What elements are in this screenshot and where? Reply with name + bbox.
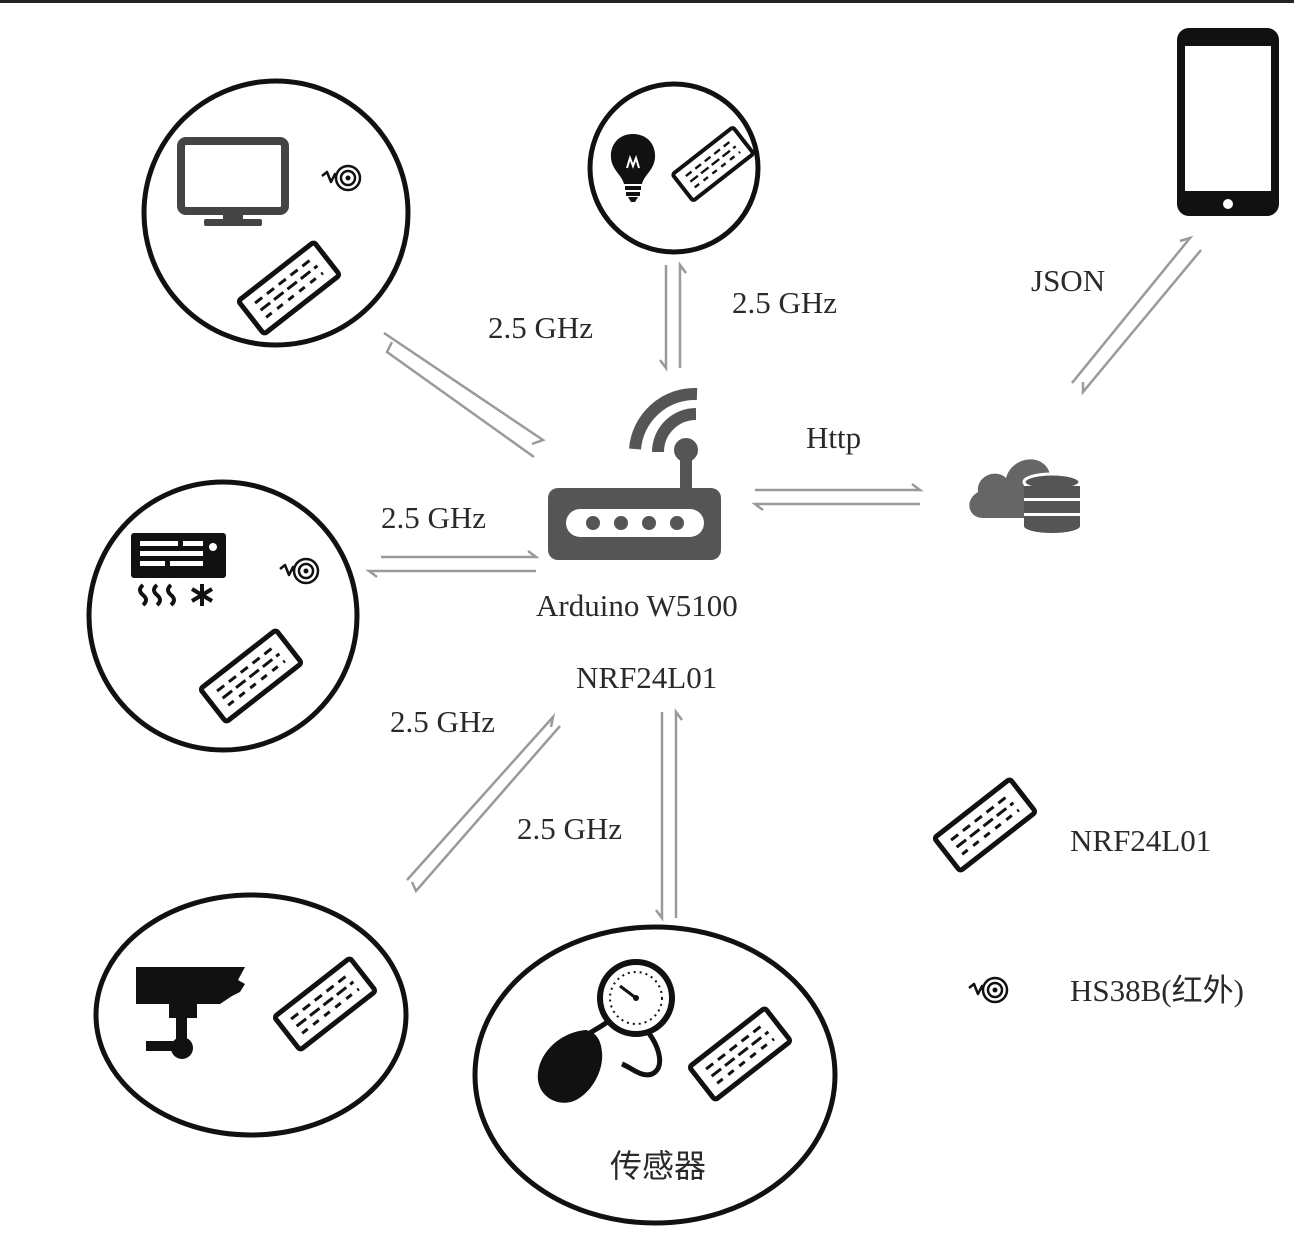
arrow-camera-hub [406, 712, 561, 894]
light-bulb-icon [610, 134, 656, 202]
legend-nrf24l01-label: NRF24L01 [1070, 823, 1212, 858]
smartphone-icon [1177, 28, 1279, 216]
security-camera-icon [136, 967, 245, 1059]
ac-node [86, 479, 360, 753]
monitor-icon [177, 137, 289, 226]
legend-infrared-icon [967, 976, 1009, 1004]
tv-node [141, 78, 411, 348]
arrow-lamp-hub [659, 261, 687, 372]
legend-infrared-label: HS38B(红外) [1070, 973, 1244, 1008]
arrow-ac-hub [365, 550, 540, 578]
air-conditioner-icon [131, 533, 226, 607]
pressure-gauge-icon [537, 959, 675, 1103]
camera-node [93, 892, 409, 1138]
arrow-cloud-phone [1071, 235, 1202, 396]
cloud-database-icon [969, 459, 1082, 533]
hub-name-label: Arduino W5100 [536, 588, 738, 623]
sensor-label: 传感器 [610, 1147, 707, 1185]
freq-label-tv: 2.5 GHz [488, 310, 594, 345]
arrow-sensor-hub [655, 708, 683, 922]
lamp-node [587, 81, 761, 255]
arrow-tv-hub [383, 331, 546, 459]
freq-label-ac: 2.5 GHz [381, 500, 487, 535]
json-label: JSON [1031, 263, 1106, 298]
arrow-hub-cloud [751, 483, 924, 511]
freq-label-sensor: 2.5 GHz [517, 811, 623, 846]
freq-label-lamp: 2.5 GHz [732, 285, 838, 320]
http-label: Http [806, 420, 862, 455]
top-border [0, 0, 1294, 3]
sensor-node [472, 924, 838, 1226]
router-icon [548, 387, 721, 560]
freq-label-camera: 2.5 GHz [390, 704, 496, 739]
legend-nrf24l01-icon [934, 779, 1036, 871]
hub-module-label: NRF24L01 [576, 660, 718, 695]
